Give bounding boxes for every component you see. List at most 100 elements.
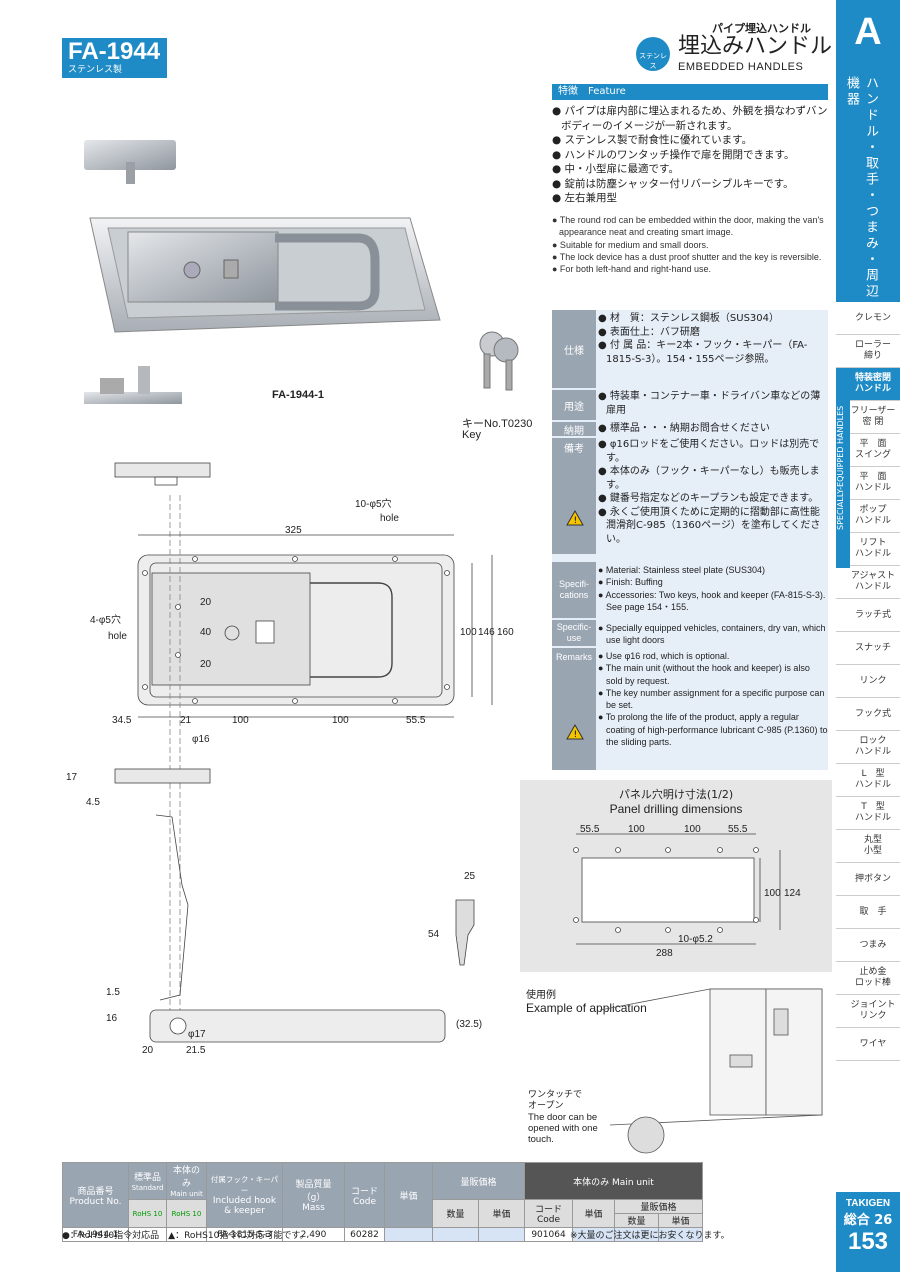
panel-dim-100b: 100 — [684, 824, 701, 835]
feature-item: ● For both left-hand and right-hand use. — [552, 264, 712, 275]
sidebar-item[interactable]: フック式 — [836, 698, 900, 731]
section-vertical-title: ハンドル・取手・つまみ・周辺機器 — [836, 64, 900, 302]
sidebar-item[interactable]: スナッチ — [836, 632, 900, 665]
sidebar-item[interactable]: L 型 ハンドル — [836, 764, 900, 797]
catalog-number: 総合 26 — [843, 1213, 893, 1228]
cell-main-unit — [658, 1227, 703, 1242]
brand: TAKIGEN — [845, 1198, 891, 1209]
list-item: ● Material: Stainless steel plate (SUS30… — [598, 565, 766, 575]
cell-unit — [478, 1227, 525, 1242]
badge-text: ステンレス — [639, 52, 667, 70]
feature-item: ● The round rod can be embedded within t… — [552, 215, 824, 238]
label-spec: 仕様 — [552, 310, 596, 388]
rohs-note: ●：RoHS10指令対応品 ▲：RoHS10指令に対応可能です。 — [62, 1231, 309, 1241]
list-item: ● Accessories: Two keys, hook and keeper… — [598, 589, 826, 612]
panel-drilling-box: パネル穴明け寸法(1/2) Panel drilling dimensions … — [520, 780, 832, 972]
dim-hole-en-2: hole — [108, 631, 127, 642]
list-item: ● The key number assignment for a specif… — [598, 687, 825, 711]
panel-dim-100: 100 — [764, 888, 781, 899]
sidebar-item[interactable]: ラッチ式 — [836, 599, 900, 632]
bulk-note: ※大量のご注文は更にお安くなります。 — [570, 1231, 730, 1241]
th-main-unit: 単価 — [658, 1213, 703, 1228]
svg-text:!: ! — [574, 516, 578, 526]
panel-dim-100a: 100 — [628, 824, 645, 835]
dim-20a: 20 — [200, 597, 212, 608]
th-mainunit: 本体のみ Main unit — [524, 1162, 703, 1200]
list-item: ● 表面仕上：バフ研磨 — [598, 326, 700, 338]
sidebar-item[interactable]: ローラー 締り — [836, 335, 900, 368]
sidebar-item[interactable]: 取 手 — [836, 896, 900, 929]
sidebar: A ハンドル・取手・つまみ・周辺機器 クレモンローラー 締り特装密閉 ハンドルフ… — [836, 0, 900, 1272]
sidebar-item[interactable]: ロック ハンドル — [836, 731, 900, 764]
th-main-bulk: 量販価格 — [614, 1199, 703, 1214]
dim-146: 146 — [478, 627, 495, 638]
th-bulk: 量販価格 — [432, 1162, 525, 1200]
remarks-en: ● Use φ16 rod, which is optional.● The m… — [598, 650, 828, 748]
panel-dim-124: 124 — [784, 888, 801, 899]
key-label-en: Key — [462, 429, 481, 441]
page-title-en: EMBEDDED HANDLES — [678, 61, 804, 73]
sidebar-item[interactable]: クレモン — [836, 302, 900, 335]
sidebar-item[interactable]: 押ボタン — [836, 863, 900, 896]
sidebar-item[interactable]: 平 面 ハンドル — [836, 467, 900, 500]
dim-16: 16 — [106, 1013, 118, 1024]
sidebar-item[interactable]: リフト ハンドル — [836, 533, 900, 566]
panel-dim-holes: 10-φ5.2 — [678, 934, 713, 945]
dim-20c: 20 — [142, 1045, 154, 1056]
panel-title-en: Panel drilling dimensions — [609, 802, 743, 816]
sidebar-item[interactable]: フリーザー 密 閉 — [836, 401, 900, 434]
list-item: ● Specially equipped vehicles, container… — [598, 623, 826, 646]
category-label: パイプ埋込ハンドル — [712, 22, 811, 35]
sidebar-item[interactable]: 止め金 ロッド棒 — [836, 962, 900, 995]
sidebar-item[interactable]: ポップ ハンドル — [836, 500, 900, 533]
list-item: ● Use φ16 rod, which is optional. — [598, 651, 730, 661]
dim-100a: 100 — [232, 715, 249, 726]
panel-dim-55-5a: 55.5 — [580, 824, 600, 835]
sidebar-item[interactable]: ワイヤ — [836, 1028, 900, 1061]
sidebar-item[interactable]: ジョイント リンク — [836, 995, 900, 1028]
panel-diagram: 55.5 100 100 55.5 100 124 10-φ5.2 288 — [573, 824, 801, 959]
sidebar-item[interactable]: つまみ — [836, 929, 900, 962]
rohs-main: RoHS 10 — [166, 1199, 207, 1228]
table-row: FA-1944-1 FA-1815-S-3 2,490 60282 901064 — [62, 1227, 703, 1242]
feature-item: ● The lock device has a dust proof shutt… — [552, 251, 822, 262]
panel-dim-288: 288 — [656, 948, 673, 959]
dim-20b: 20 — [200, 659, 212, 670]
feature-heading: 特徴 Feature — [552, 84, 828, 100]
specially-equipped-label: SPECIALLY-EQUIPPED HANDLES — [836, 368, 850, 568]
feature-item: ● ハンドルのワンタッチ操作で扉を開閉できます。 — [552, 148, 795, 161]
remarks-jp: ● φ16ロッドをご使用ください。ロッドは別売です。● 本体のみ（フック・キーパ… — [598, 438, 828, 546]
truck-illustration — [600, 988, 823, 1154]
page-title: 埋込みハンドル — [678, 34, 833, 59]
sidebar-item[interactable]: 丸型 小型 — [836, 830, 900, 863]
list-item: ● 材 質：ステンレス鋼板（SUS304） — [598, 313, 780, 324]
sidebar-item[interactable]: アジャスト ハンドル — [836, 566, 900, 599]
usage-title-en: Example of application — [526, 1001, 647, 1015]
dim-holes4: 4-φ5穴 — [90, 613, 121, 626]
page-number-box: TAKIGEN 総合 26 153 — [836, 1192, 900, 1272]
onetouch-label: ワンタッチで オープン — [528, 1090, 583, 1111]
sidebar-item[interactable]: リンク — [836, 665, 900, 698]
sidebar-item[interactable]: 平 面 スイング — [836, 434, 900, 467]
use-en: ● Specially equipped vehicles, container… — [598, 622, 828, 647]
th-mass: 製品質量（g）Mass — [282, 1162, 345, 1228]
dim-325: 325 — [285, 525, 302, 536]
feature-item: ● パイプは扉内部に埋込まれるため、外観を損なわずバンボディーのイメージが一新さ… — [552, 105, 828, 132]
hook-photo — [84, 140, 176, 184]
cell-main-code: 901064 — [524, 1227, 573, 1242]
list-item: ● 本体のみ（フック・キーパーなし）も販売します。 — [598, 466, 820, 491]
use-jp: ● 特装車・コンテナー車・ドライバン車などの薄扉用 — [598, 390, 828, 417]
dim-160: 160 — [497, 627, 514, 638]
th-price: 単価 — [384, 1162, 433, 1228]
sidebar-item[interactable]: T 型 ハンドル — [836, 797, 900, 830]
product-photos — [84, 140, 441, 404]
dim-54: 54 — [428, 929, 440, 940]
page-number: 153 — [847, 1228, 889, 1255]
section-letter: A — [836, 0, 900, 64]
rohs-std: RoHS 10 — [128, 1199, 167, 1228]
label-specifications-en: Specifi- cations — [552, 562, 596, 618]
